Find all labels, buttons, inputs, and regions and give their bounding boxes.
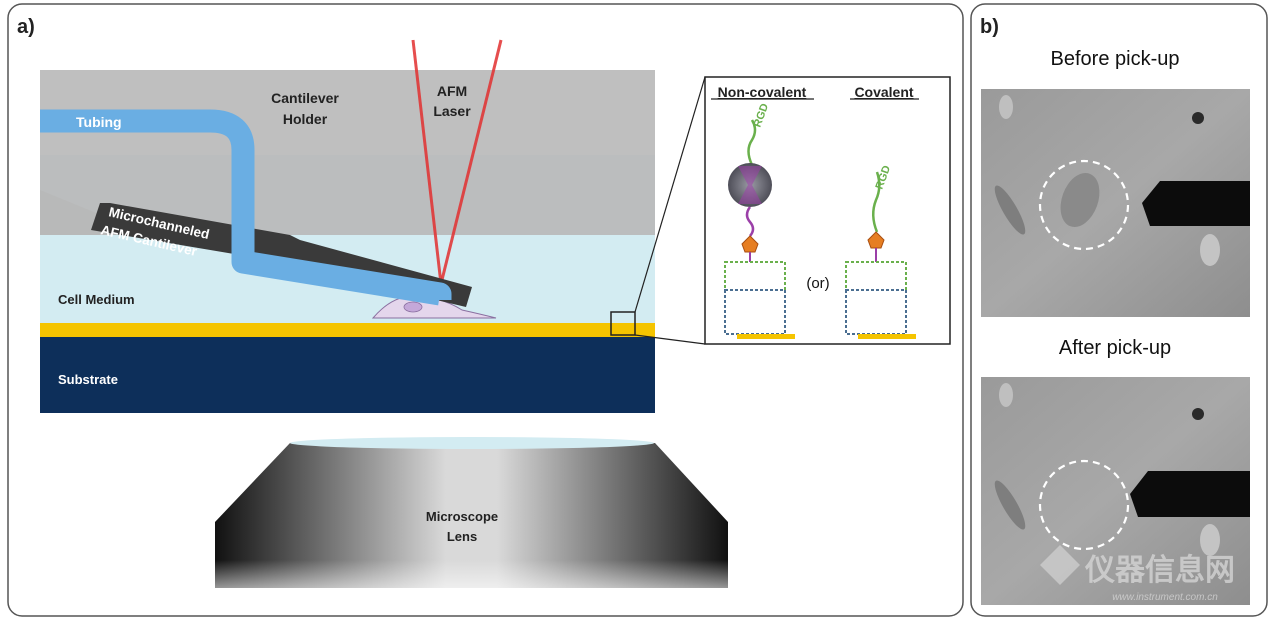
cantilever-holder xyxy=(40,70,655,235)
watermark-brand: 仪器信息网 xyxy=(1084,553,1235,588)
medium-label: Cell Medium xyxy=(58,292,135,307)
watermark: 仪器信息网 www.instrument.com.cn xyxy=(1040,545,1235,603)
panel-b-border xyxy=(970,3,1268,617)
panel-b-label: b) xyxy=(980,16,999,38)
debris xyxy=(1200,234,1220,266)
noncovalent-brush-bottom xyxy=(724,289,786,335)
laser-beam-incident xyxy=(411,39,443,285)
inset-covalent-title: Covalent xyxy=(854,84,913,100)
noncovalent-linker xyxy=(745,206,755,237)
covalent-gold xyxy=(858,334,916,339)
noncovalent-peptide xyxy=(747,119,757,166)
watermark-url: www.instrument.com.cn xyxy=(1112,592,1218,603)
covalent-construct: RGD xyxy=(845,164,916,339)
inset-or-label: (or) xyxy=(806,275,829,292)
debris xyxy=(999,95,1013,119)
inset-panel xyxy=(704,76,951,345)
before-micrograph xyxy=(981,89,1250,317)
panel-a-label: a) xyxy=(17,16,35,38)
lens-label-line2: Lens xyxy=(447,529,477,544)
debris xyxy=(999,383,1013,407)
laser-label-line1: AFM xyxy=(437,83,467,99)
microchannel xyxy=(249,257,446,299)
tubing xyxy=(40,109,452,306)
holder-label-line2: Holder xyxy=(283,111,328,127)
after-title: After pick-up xyxy=(1059,337,1171,359)
laser-label-line2: Laser xyxy=(433,103,471,119)
target-cell xyxy=(1060,172,1100,228)
debris xyxy=(1200,524,1220,556)
covalent-brush-bottom xyxy=(845,289,907,335)
covalent-peptide xyxy=(872,171,881,233)
covalent-anchor xyxy=(867,231,885,249)
after-highlight-circle xyxy=(1038,459,1130,551)
laser-beam-reflected xyxy=(439,39,503,285)
neighbor-cell xyxy=(994,185,1026,235)
particle xyxy=(1192,408,1204,420)
panel-a-border xyxy=(7,3,964,617)
zoom-line-top xyxy=(634,76,706,313)
before-title: Before pick-up xyxy=(1051,48,1180,70)
noncovalent-anchor xyxy=(741,235,759,253)
noncovalent-construct: RGD xyxy=(724,102,795,339)
after-micrograph xyxy=(981,377,1250,605)
substrate xyxy=(40,337,655,413)
lens-label-line1: Microscope xyxy=(426,509,498,524)
tubing-label: Tubing xyxy=(76,114,122,130)
microscope-lens xyxy=(215,443,728,588)
zoom-box xyxy=(610,311,636,336)
lens-fade xyxy=(210,560,733,610)
neighbor-cell xyxy=(994,480,1026,530)
substrate-label: Substrate xyxy=(58,372,118,387)
particle xyxy=(1192,112,1204,124)
cell-nucleus xyxy=(403,301,423,313)
linker-hourglass xyxy=(738,166,762,204)
inset-noncovalent-title: Non-covalent xyxy=(718,84,807,100)
zoom-line-bottom xyxy=(634,334,706,345)
noncovalent-gold xyxy=(737,334,795,339)
holder-label-line1: Cantilever xyxy=(271,90,339,106)
gold-layer xyxy=(40,323,655,337)
cantilever-shadow xyxy=(1130,471,1250,517)
watermark-logo xyxy=(1040,545,1080,585)
lens-top xyxy=(290,437,654,449)
before-highlight-circle xyxy=(1038,159,1130,251)
cantilever-shadow xyxy=(1142,181,1250,226)
